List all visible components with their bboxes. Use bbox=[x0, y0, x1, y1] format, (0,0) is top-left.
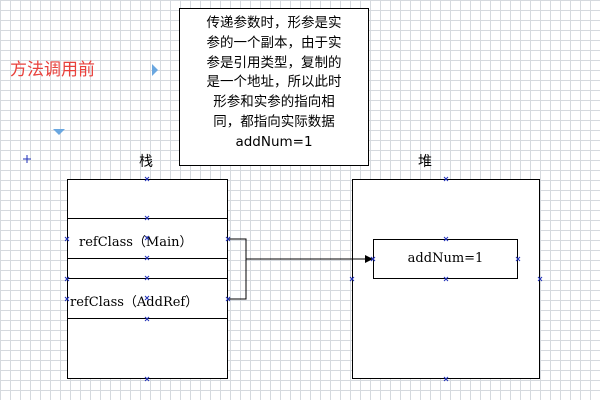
stack-box[interactable]: refClass（Main） refClass（AddRef） bbox=[67, 179, 228, 379]
stack-cell-main[interactable]: refClass（Main） bbox=[79, 235, 193, 250]
note-line: 形参和实参的指向相 bbox=[213, 94, 335, 111]
explanation-note[interactable]: 传递参数时，形参是实 参的一个副本，由于实 参是引用类型，复制的 是一个地址，所… bbox=[179, 8, 369, 166]
note-line: 参是引用类型，复制的 bbox=[206, 54, 342, 71]
stack-label: 栈 bbox=[139, 154, 153, 170]
note-line: 同，都指向实际数据 bbox=[213, 113, 335, 130]
page-title: 方法调用前 bbox=[10, 60, 95, 80]
note-line: 传递参数时，形参是实 bbox=[206, 15, 342, 31]
note-line: 是一个地址，所以此时 bbox=[206, 74, 342, 91]
stack-cell-addref[interactable]: refClass（AddRef） bbox=[70, 295, 199, 310]
expand-right-icon bbox=[152, 64, 158, 76]
expand-down-icon bbox=[53, 129, 65, 135]
note-line: addNum=1 bbox=[235, 133, 313, 150]
origin-marker-icon bbox=[23, 155, 31, 163]
connection-handles bbox=[64, 176, 543, 382]
reference-bracket bbox=[228, 238, 247, 300]
note-line: 参的一个副本，由于实 bbox=[206, 34, 342, 51]
heap-label: 堆 bbox=[418, 154, 432, 170]
